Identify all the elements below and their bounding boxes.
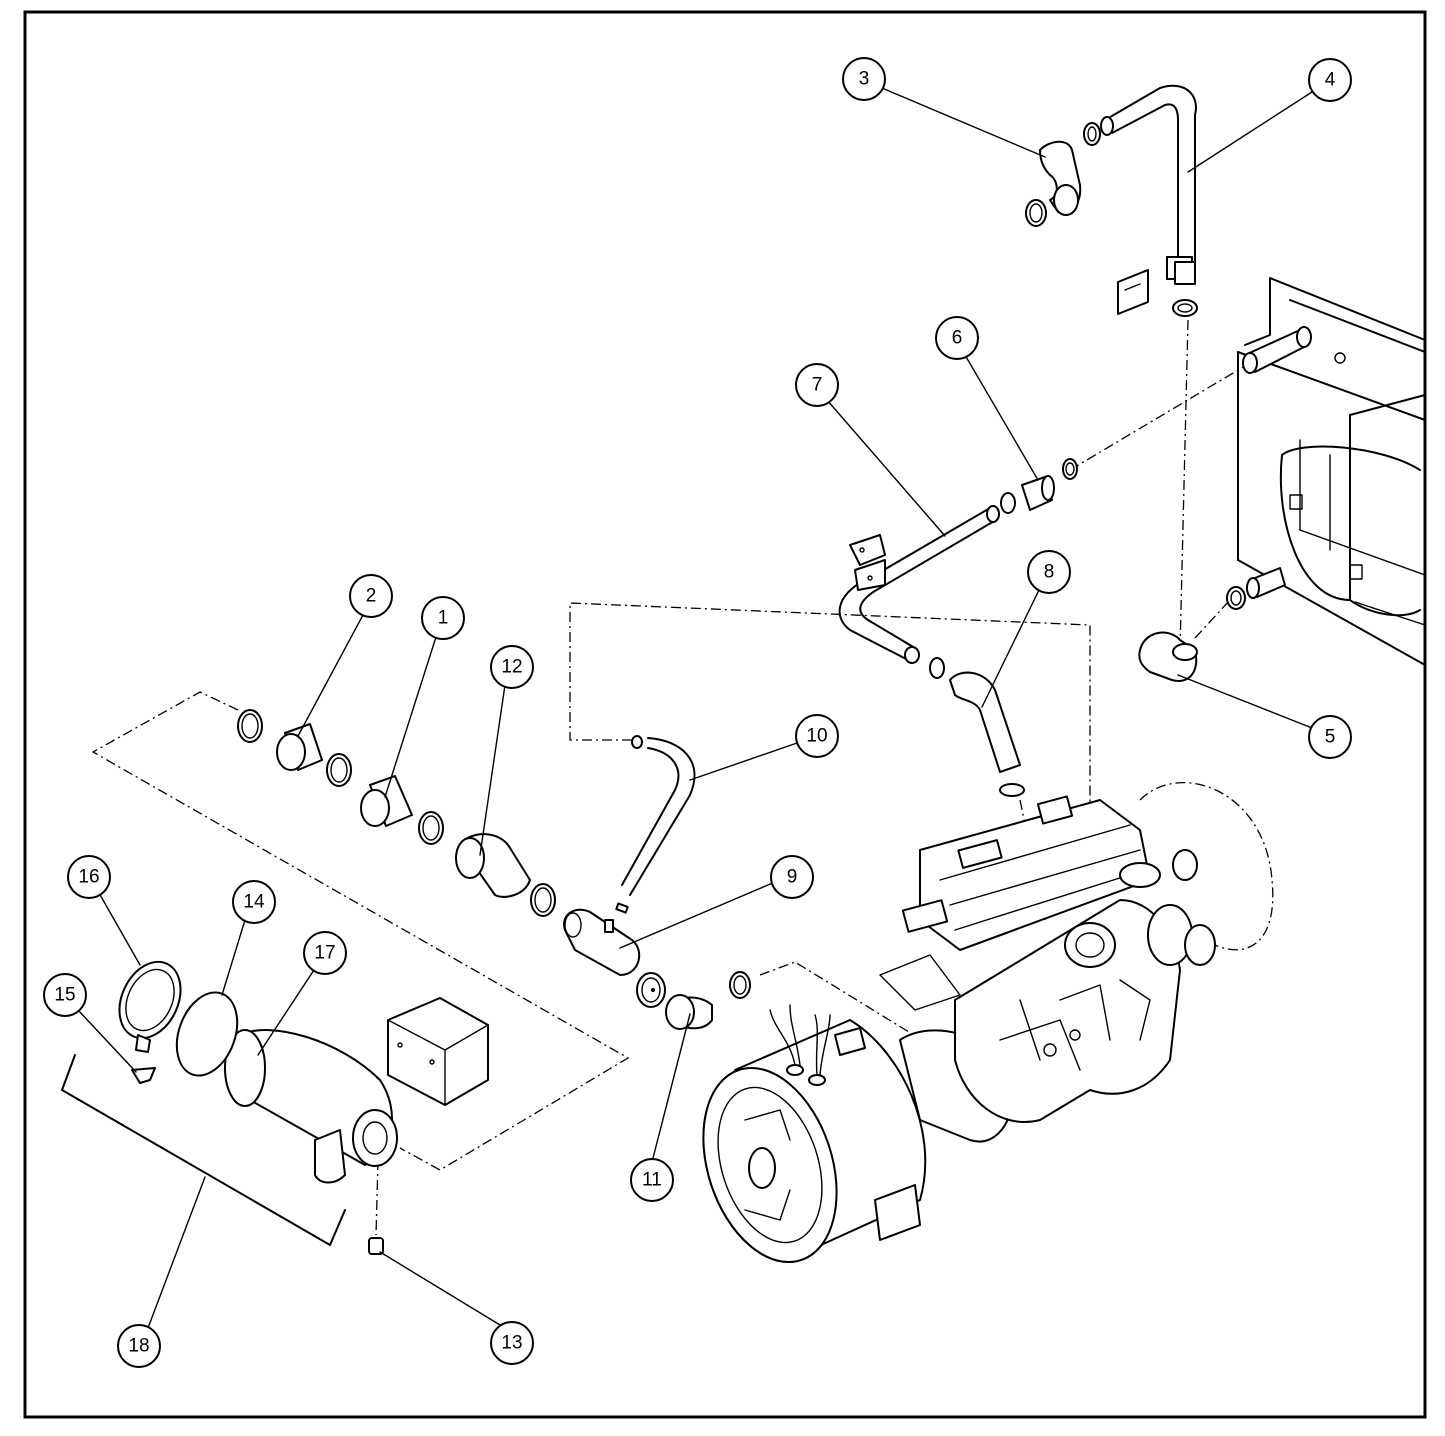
svg-text:8: 8 <box>1044 562 1055 583</box>
engine-generator <box>702 795 1216 1264</box>
callout-16: 16 <box>67 855 111 899</box>
svg-text:10: 10 <box>806 726 827 747</box>
svg-text:15: 15 <box>54 985 75 1006</box>
air-cleaner-assembly <box>118 960 489 1255</box>
callout-5: 5 <box>1308 715 1352 759</box>
callout-17: 17 <box>303 931 347 975</box>
callout-12: 12 <box>490 645 534 689</box>
svg-text:9: 9 <box>787 867 798 888</box>
tube-9 <box>563 908 641 976</box>
elbow-11 <box>636 971 751 1030</box>
callout-2: 2 <box>349 574 393 618</box>
elbow-hose-3 <box>1025 122 1101 227</box>
callout-15: 15 <box>43 973 87 1017</box>
callout-14: 14 <box>232 880 276 924</box>
svg-text:7: 7 <box>812 375 823 396</box>
svg-text:1: 1 <box>438 608 449 629</box>
svg-text:4: 4 <box>1325 70 1336 91</box>
connector-6 <box>1000 458 1078 514</box>
svg-text:18: 18 <box>128 1336 149 1357</box>
svg-text:3: 3 <box>859 69 870 90</box>
upper-radiator-hose <box>1100 84 1198 317</box>
elbow-hose-5 <box>1138 586 1246 682</box>
bypass-tube-7 <box>838 505 1000 664</box>
callout-18: 18 <box>117 1324 161 1368</box>
svg-text:6: 6 <box>952 328 963 349</box>
callout-11: 11 <box>630 1158 674 1202</box>
hose-10 <box>615 735 696 914</box>
callout-7: 7 <box>795 363 839 407</box>
hose-8 <box>929 657 1025 797</box>
callout-13: 13 <box>490 1321 534 1365</box>
svg-text:11: 11 <box>642 1170 662 1191</box>
diagram-frame <box>23 10 1427 1419</box>
callout-1: 1 <box>421 596 465 640</box>
assembly-dash-lines <box>91 319 1274 1236</box>
svg-text:13: 13 <box>501 1333 522 1354</box>
svg-text:5: 5 <box>1325 727 1336 748</box>
callout-10: 10 <box>795 714 839 758</box>
callout-3: 3 <box>842 57 886 101</box>
callout-6: 6 <box>935 316 979 360</box>
callout-9: 9 <box>770 855 814 899</box>
svg-text:16: 16 <box>78 867 99 888</box>
callout-4: 4 <box>1308 58 1352 102</box>
leader-lines <box>77 87 1313 1329</box>
svg-text:17: 17 <box>314 943 335 964</box>
air-intake-hoses <box>237 709 655 992</box>
radiator <box>1237 277 1426 666</box>
svg-text:2: 2 <box>366 586 377 607</box>
svg-text:12: 12 <box>501 657 522 678</box>
group-bracket-18 <box>61 1054 346 1246</box>
callout-8: 8 <box>1027 550 1071 594</box>
svg-text:14: 14 <box>243 892 265 913</box>
